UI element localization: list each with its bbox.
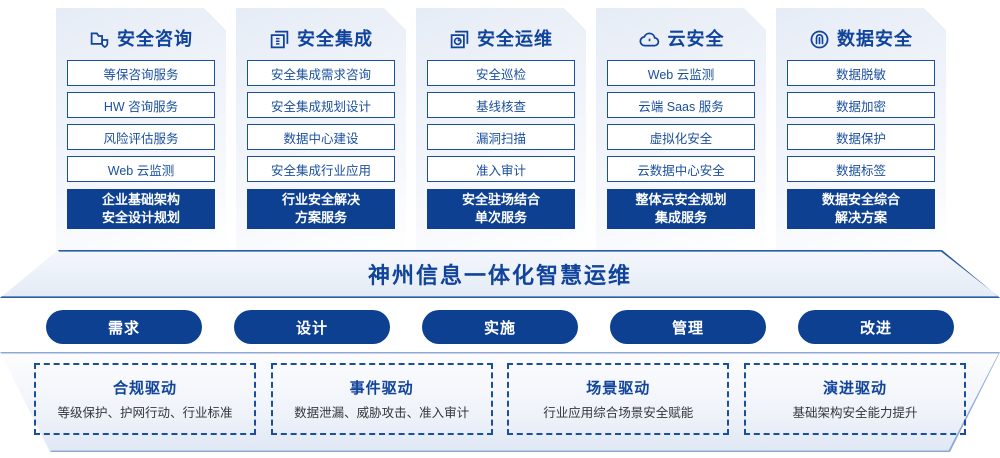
pillar-item[interactable]: 云数据中心安全 — [607, 156, 755, 182]
pillar-card-security-integration[interactable]: 安全集成 安全集成需求咨询 安全集成规划设计 数据中心建设 安全集成行业应用 行… — [236, 8, 406, 252]
pillar-item[interactable]: 数据中心建设 — [247, 124, 395, 150]
pillar-card-row: 安全咨询 等保咨询服务 HW 咨询服务 风险评估服务 Web 云监测 企业基础架… — [56, 8, 946, 252]
banner-title: 神州信息一体化智慧运维 — [367, 263, 632, 288]
driver-shape — [0, 352, 1000, 452]
pillar-item[interactable]: 数据加密 — [787, 92, 935, 118]
pillar-highlight-item[interactable]: 行业安全解决 方案服务 — [247, 189, 395, 229]
highlight-line-2: 方案服务 — [294, 210, 347, 225]
highlight-line-2: 解决方案 — [834, 210, 887, 225]
highlight-line-2: 单次服务 — [474, 210, 527, 225]
pillar-item-list: 安全巡检 基线核查 漏洞扫描 准入审计 安全驻场结合 单次服务 — [427, 60, 575, 229]
driver-subtitle: 基础架构安全能力提升 — [792, 406, 918, 420]
fingerprint-icon — [809, 29, 830, 50]
driver-subtitle: 数据泄漏、威胁攻击、准入审计 — [294, 406, 470, 420]
driver-card-compliance[interactable]: 合规驱动 等级保护、护网行动、行业标准 — [34, 363, 256, 435]
pillar-highlight-item[interactable]: 整体云安全规划 集成服务 — [607, 189, 755, 229]
driver-subtitle: 行业应用综合场景安全赋能 — [543, 406, 694, 420]
pillar-header: 安全运维 — [426, 18, 576, 60]
phase-pill-design[interactable]: 设计 — [234, 310, 390, 344]
driver-row: 合规驱动 等级保护、护网行动、行业标准 事件驱动 数据泄漏、威胁攻击、准入审计 … — [34, 363, 966, 435]
folder-shield-icon — [89, 29, 110, 50]
pillar-item-list: 数据脱敏 数据加密 数据保护 数据标签 数据安全综合 解决方案 — [787, 60, 935, 229]
platform-banner: 神州信息一体化智慧运维 — [0, 250, 1000, 298]
pillar-item-list: 等保咨询服务 HW 咨询服务 风险评估服务 Web 云监测 企业基础架构 安全设… — [67, 60, 215, 229]
pillar-item[interactable]: 基线核查 — [427, 92, 575, 118]
driver-title: 演进驱动 — [822, 380, 887, 397]
pillar-item[interactable]: 安全集成行业应用 — [247, 156, 395, 182]
driver-subtitle: 等级保护、护网行动、行业标准 — [57, 406, 233, 420]
highlight-line-1: 整体云安全规划 — [635, 192, 727, 208]
pillar-item-list: Web 云监测 云端 Saas 服务 虚拟化安全 云数据中心安全 整体云安全规划… — [607, 60, 755, 229]
pillar-highlight-item[interactable]: 企业基础架构 安全设计规划 — [67, 189, 215, 229]
pillar-item[interactable]: 安全集成需求咨询 — [247, 60, 395, 86]
pillar-item[interactable]: 安全巡检 — [427, 60, 575, 86]
pillar-item[interactable]: 云端 Saas 服务 — [607, 92, 755, 118]
pillar-item[interactable]: 安全集成规划设计 — [247, 92, 395, 118]
pillar-card-security-consulting[interactable]: 安全咨询 等保咨询服务 HW 咨询服务 风险评估服务 Web 云监测 企业基础架… — [56, 8, 226, 252]
pillar-card-security-operations[interactable]: 安全运维 安全巡检 基线核查 漏洞扫描 准入审计 安全驻场结合 单次服务 — [416, 8, 586, 252]
monitor-ops-icon — [449, 29, 470, 50]
pillar-title: 云安全 — [667, 29, 725, 49]
driver-card-incident[interactable]: 事件驱动 数据泄漏、威胁攻击、准入审计 — [270, 363, 493, 435]
pillar-item[interactable]: 数据标签 — [787, 156, 935, 182]
pillar-highlight-item[interactable]: 安全驻场结合 单次服务 — [427, 189, 575, 229]
pillar-header: 云安全 — [606, 18, 756, 60]
highlight-line-1: 数据安全综合 — [821, 192, 900, 208]
pillar-item-list: 安全集成需求咨询 安全集成规划设计 数据中心建设 安全集成行业应用 行业安全解决… — [247, 60, 395, 229]
pillar-item[interactable]: Web 云监测 — [607, 60, 755, 86]
pillar-item[interactable]: HW 咨询服务 — [67, 92, 215, 118]
pillar-title: 安全运维 — [477, 29, 553, 49]
pillar-title: 安全咨询 — [117, 29, 193, 49]
phase-pill-row: 需求 设计 实施 管理 改进 — [46, 310, 954, 344]
pillar-highlight-item[interactable]: 数据安全综合 解决方案 — [787, 189, 935, 229]
pillar-item[interactable]: 风险评估服务 — [67, 124, 215, 150]
pillar-item[interactable]: 等保咨询服务 — [67, 60, 215, 86]
pillar-title: 安全集成 — [297, 29, 373, 49]
driver-title: 事件驱动 — [349, 380, 414, 397]
pillar-item[interactable]: 准入审计 — [427, 156, 575, 182]
driver-section: 合规驱动 等级保护、护网行动、行业标准 事件驱动 数据泄漏、威胁攻击、准入审计 … — [0, 352, 1000, 452]
highlight-line-1: 安全驻场结合 — [461, 192, 540, 208]
cloud-lock-icon — [638, 29, 661, 50]
highlight-line-1: 行业安全解决 — [281, 192, 360, 208]
banner-shape — [0, 250, 1000, 298]
driver-card-scenario[interactable]: 场景驱动 行业应用综合场景安全赋能 — [507, 363, 730, 435]
highlight-line-2: 安全设计规划 — [101, 210, 180, 225]
pillar-item[interactable]: Web 云监测 — [67, 156, 215, 182]
pillar-header: 数据安全 — [786, 18, 936, 60]
pillar-header: 安全咨询 — [66, 18, 216, 60]
driver-title: 合规驱动 — [112, 380, 177, 397]
pillar-item[interactable]: 虚拟化安全 — [607, 124, 755, 150]
pillar-item[interactable]: 漏洞扫描 — [427, 124, 575, 150]
phase-pill-improvement[interactable]: 改进 — [798, 310, 954, 344]
driver-title: 场景驱动 — [586, 380, 651, 397]
pillar-header: 安全集成 — [246, 18, 396, 60]
pillar-title: 数据安全 — [837, 29, 913, 49]
pillar-card-cloud-security[interactable]: 云安全 Web 云监测 云端 Saas 服务 虚拟化安全 云数据中心安全 整体云… — [596, 8, 766, 252]
highlight-line-2: 集成服务 — [654, 210, 707, 225]
driver-card-evolution[interactable]: 演进驱动 基础架构安全能力提升 — [743, 363, 966, 435]
server-integration-icon — [269, 29, 290, 50]
pillar-card-data-security[interactable]: 数据安全 数据脱敏 数据加密 数据保护 数据标签 数据安全综合 解决方案 — [776, 8, 946, 252]
phase-pill-management[interactable]: 管理 — [610, 310, 766, 344]
pillar-item[interactable]: 数据脱敏 — [787, 60, 935, 86]
highlight-line-1: 企业基础架构 — [101, 192, 180, 208]
phase-pill-requirement[interactable]: 需求 — [46, 310, 202, 344]
phase-pill-implementation[interactable]: 实施 — [422, 310, 578, 344]
pillar-item[interactable]: 数据保护 — [787, 124, 935, 150]
